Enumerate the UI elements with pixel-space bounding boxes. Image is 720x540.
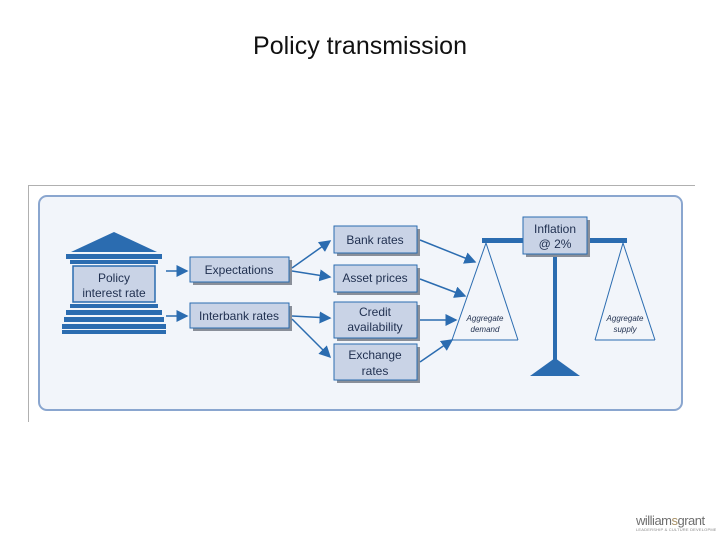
channel-box-interbank: [189, 302, 292, 331]
market-label-bank-rates: Bank rates: [346, 233, 403, 247]
arrow-interbank-credit: [291, 311, 332, 324]
channel-label-interbank: Interbank rates: [199, 309, 279, 323]
target-label-line1: Inflation: [534, 222, 576, 236]
market-label-credit-line1: Credit: [359, 305, 392, 319]
logo-word-c: grant: [677, 513, 706, 528]
arrow-expectations-asset-prices: [291, 269, 332, 282]
balance-right-line2: supply: [613, 325, 637, 334]
arrow-asset-prices-demand: [419, 278, 467, 298]
source-label-line2: interest rate: [82, 286, 146, 300]
arrow-bank-rates-demand: [419, 239, 477, 264]
channel-label-expectations: Expectations: [205, 263, 274, 277]
market-label-asset-prices: Asset prices: [342, 271, 407, 285]
company-logo: williamsgrant LEADERSHIP & CULTURE DEVEL…: [636, 514, 716, 536]
balance-left-line2: demand: [471, 325, 500, 334]
target-label-line2: @ 2%: [539, 237, 572, 251]
market-box-bank-rates: [333, 225, 420, 256]
logo-word-a: william: [636, 513, 672, 528]
market-box-exchange: [333, 343, 420, 383]
logo-word-b: s: [671, 513, 679, 528]
market-box-asset-prices: [333, 264, 420, 295]
balance-right-line1: Aggregate: [606, 314, 644, 323]
target-box-inflation: [522, 216, 590, 257]
arrow-exchange-demand: [419, 339, 454, 363]
bank-building-icon: [62, 232, 166, 334]
balance-left-line1: Aggregate: [466, 314, 504, 323]
slide-title: Policy transmission: [253, 32, 467, 60]
logo-tagline: LEADERSHIP & CULTURE DEVELOPMENT: [636, 527, 716, 532]
channel-box-expectations: [189, 256, 292, 285]
market-label-exchange-line2: rates: [362, 364, 389, 378]
arrow-interbank-exchange: [291, 318, 332, 359]
source-label-line1: Policy: [98, 271, 130, 285]
figure-frame: [28, 185, 695, 422]
market-box-credit: [333, 301, 420, 341]
market-label-exchange-line1: Exchange: [348, 348, 402, 362]
market-label-credit-line2: availability: [347, 320, 402, 334]
arrow-expectations-bank-rates: [291, 240, 332, 269]
